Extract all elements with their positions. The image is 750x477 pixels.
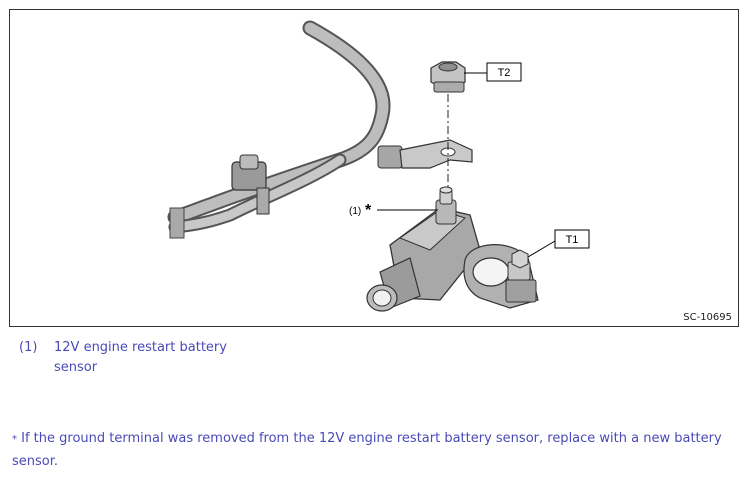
figure-code: SC-10695 — [683, 312, 732, 323]
ground-terminal — [377, 139, 473, 169]
harness-clip — [231, 154, 270, 215]
callout-asterisk: * — [365, 202, 372, 219]
battery-clamp-t1 — [463, 244, 539, 309]
callout-t1: T1 — [566, 234, 579, 246]
battery-sensor-illustration: T2 T1 (1) * — [167, 20, 590, 312]
legend-list: (1) 12V engine restart battery sensor — [19, 338, 254, 378]
legend-text: 12V engine restart battery sensor — [54, 340, 227, 375]
footnote-text: If the ground terminal was removed from … — [12, 431, 722, 469]
diagram-frame: T2 T1 (1) * SC-10695 — [9, 9, 739, 327]
wiring-harness — [167, 20, 391, 239]
footnote-symbol: * — [12, 434, 17, 445]
legend-item: (1) 12V engine restart battery sensor — [19, 338, 254, 378]
leader-t1 — [527, 240, 556, 258]
battery-sensor-body — [366, 186, 481, 312]
callout-box-t2 — [486, 62, 522, 82]
callout-item1: (1) — [349, 206, 361, 217]
callout-box-t1 — [554, 229, 590, 249]
callout-t2: T2 — [498, 67, 511, 79]
footnote: * If the ground terminal was removed fro… — [12, 428, 732, 473]
legend-number: (1) — [19, 340, 38, 355]
nut-t2 — [430, 61, 466, 93]
